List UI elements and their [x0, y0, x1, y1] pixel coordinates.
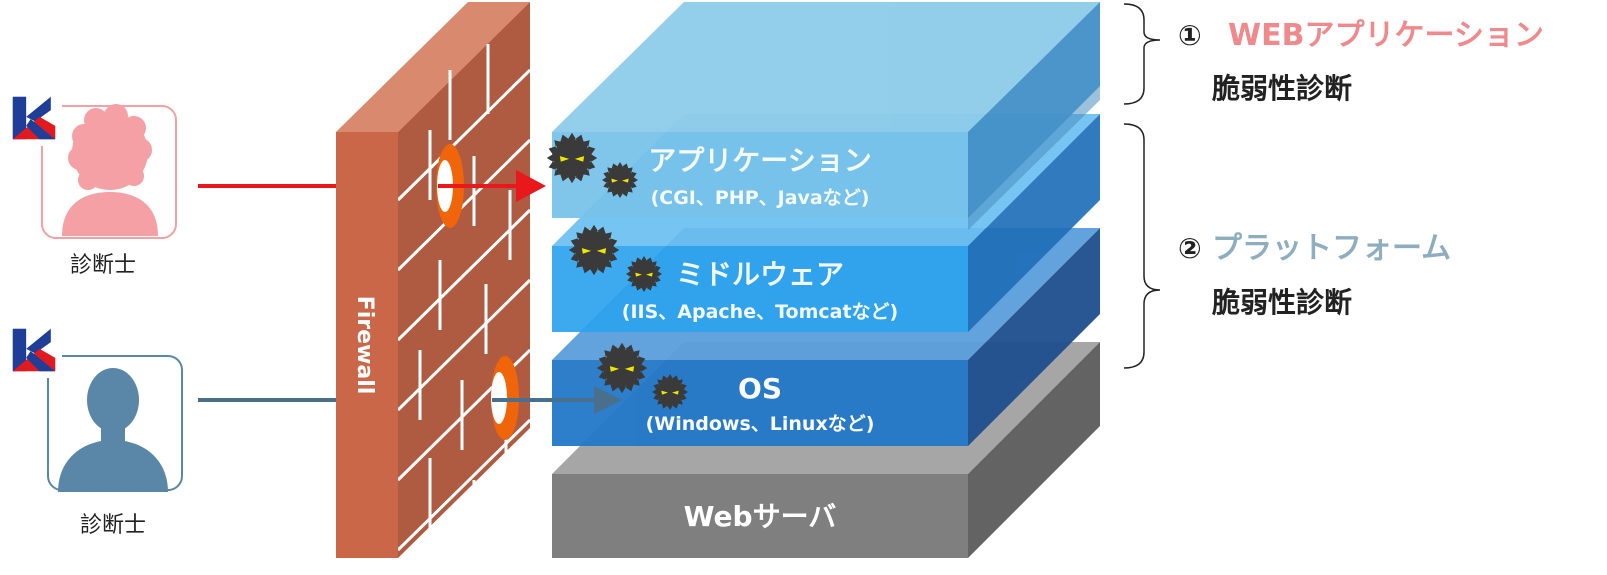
layer-title: ミドルウェア — [676, 258, 844, 291]
firewall-label: Firewall — [352, 296, 377, 395]
virus-icon — [602, 162, 638, 198]
k-logo-icon — [6, 322, 62, 378]
blue-arrow — [492, 386, 622, 414]
diagnostician-label: 診断士 — [70, 253, 136, 278]
layer-title: OS — [738, 372, 782, 405]
person-icon — [58, 368, 168, 492]
label-sub: 脆弱性診断 — [1211, 72, 1352, 105]
label-number: ① — [1178, 19, 1202, 52]
label-title: プラットフォーム — [1212, 231, 1451, 266]
k-logo-icon — [6, 90, 62, 146]
red-arrow — [438, 170, 546, 202]
virus-icon — [652, 374, 688, 410]
layer-subtitle: (Windows、Linuxなど) — [646, 413, 875, 435]
layer-subtitle: (IIS、Apache、Tomcatなど) — [622, 301, 898, 323]
layer-title: Webサーバ — [684, 500, 837, 533]
label-web-application: ① WEBアプリケーション 脆弱性診断 — [1178, 18, 1544, 105]
label-sub: 脆弱性診断 — [1211, 286, 1352, 319]
brace-web — [1123, 3, 1161, 105]
virus-icon — [546, 132, 598, 184]
diagnostician-2: 診断士 — [6, 322, 183, 538]
virus-icon — [596, 342, 648, 394]
brace-platform — [1123, 123, 1161, 369]
diagnostician-label: 診断士 — [80, 513, 146, 538]
label-platform: ② プラットフォーム 脆弱性診断 — [1178, 231, 1451, 319]
diagnostician-1: 診断士 — [6, 90, 177, 278]
firewall: Firewall — [336, 2, 532, 558]
virus-icon — [568, 224, 620, 276]
layer-subtitle: (CGI、PHP、Javaなど) — [651, 187, 870, 209]
virus-icon — [626, 256, 662, 292]
layer-web-application — [552, 2, 1100, 230]
label-number: ② — [1178, 232, 1202, 265]
label-title: WEBアプリケーション — [1228, 18, 1544, 53]
person-icon — [62, 104, 158, 236]
layer-title: アプリケーション — [648, 144, 871, 177]
